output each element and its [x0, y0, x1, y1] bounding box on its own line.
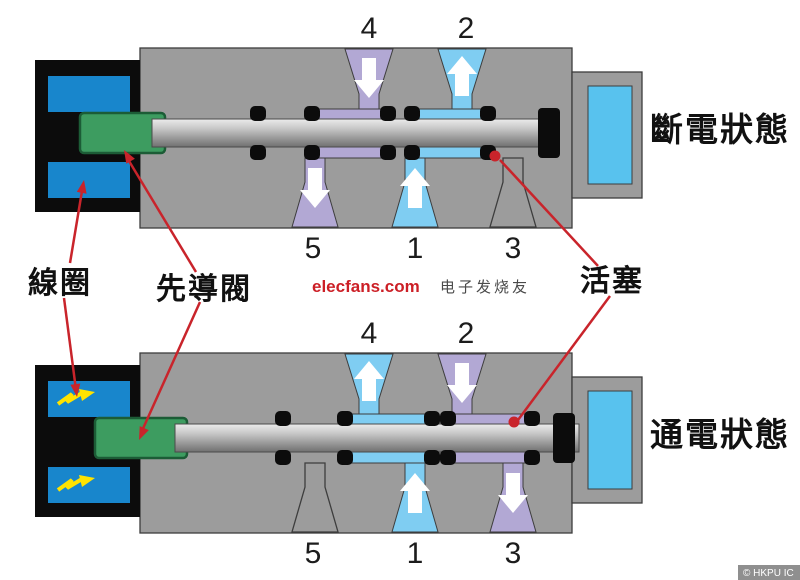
piston-marker-dot-bottom	[508, 416, 520, 428]
seal	[304, 145, 320, 160]
credit-text: © HKPU IC	[743, 568, 794, 579]
coil-lower-energized	[48, 467, 130, 503]
port-3-channel-blocked	[489, 157, 537, 228]
port-label-4: 4	[361, 12, 378, 45]
piston-callout-line-bottom	[516, 295, 612, 421]
spool-end-seal	[553, 413, 575, 463]
coil-callout-arrowhead-top	[76, 180, 87, 194]
seal	[524, 411, 540, 426]
spool-seals	[275, 411, 540, 465]
valve-deenergized: 4 2 5 1 3 斷電狀態	[35, 12, 790, 265]
coil-label: 線圈	[28, 266, 92, 300]
coil-callout-arrowhead-bottom	[70, 383, 81, 397]
seal	[480, 106, 496, 121]
seal	[440, 450, 456, 465]
valve-energized: 4 2 5 1 3 通電狀態	[35, 317, 790, 570]
pilot-valve-label: 先導閥	[156, 273, 252, 306]
energized-current-arrows	[56, 389, 95, 492]
seal	[250, 145, 266, 160]
port-label-1: 1	[407, 232, 424, 265]
port-label-5: 5	[305, 537, 322, 570]
credit-background	[738, 565, 800, 580]
spool-seals	[250, 106, 496, 160]
lightning-arrowhead-icon	[79, 475, 95, 487]
flow-arrow-port5-down	[300, 168, 330, 208]
seal	[304, 106, 320, 121]
seal	[250, 106, 266, 121]
pilot-valve-plunger-extended	[93, 416, 189, 460]
coil-upper-energized	[48, 381, 130, 417]
seal	[424, 450, 440, 465]
port-label-2: 2	[458, 317, 475, 350]
spool-end-seal	[538, 108, 560, 158]
flow-arrow-port2-up	[447, 56, 477, 96]
flow-arrow-port3-down	[498, 473, 528, 513]
coil-upper	[48, 76, 130, 112]
spool-rod	[151, 118, 557, 148]
lightning-icon	[56, 477, 84, 492]
watermark: elecfans.com 电子发烧友	[312, 277, 530, 296]
pilot-callout-line-top	[127, 160, 198, 273]
port-label-5: 5	[305, 232, 322, 265]
pilot-callout-arrowhead-top	[124, 150, 135, 164]
seal	[337, 450, 353, 465]
piston-marker-dot-top	[489, 150, 501, 162]
watermark-tagline: 电子发烧友	[440, 279, 530, 296]
watermark-brand: elecfans.com	[312, 277, 420, 296]
piston-label: 活塞	[580, 264, 644, 298]
flow-arrow-port4-up	[354, 361, 384, 401]
annotations: 線圈 先導閥 活塞	[28, 150, 644, 440]
coil-lower	[48, 162, 130, 198]
seal	[524, 450, 540, 465]
piston-callout-line-top	[499, 159, 599, 267]
seal	[440, 411, 456, 426]
seal	[337, 411, 353, 426]
port-label-1: 1	[407, 537, 424, 570]
seal	[275, 411, 291, 426]
corner-credit: © HKPU IC	[738, 565, 800, 580]
port-5-channel-blocked	[291, 462, 339, 533]
pilot-callout-arrowhead-bottom	[139, 426, 149, 440]
seal	[275, 450, 291, 465]
lightning-arrowhead-icon	[79, 389, 95, 401]
flow-arrow-port1-up	[400, 473, 430, 513]
port-label-3: 3	[505, 537, 522, 570]
lightning-icon	[56, 391, 84, 406]
coil-callout-line-bottom	[62, 297, 77, 387]
flow-arrow-port2-down	[447, 363, 477, 403]
seal	[380, 145, 396, 160]
end-cap-window	[587, 390, 633, 490]
seal	[424, 411, 440, 426]
state-label-deenergized: 斷電狀態	[650, 111, 790, 148]
state-label-energized: 通電狀態	[650, 416, 790, 453]
seal	[380, 106, 396, 121]
spool-rod-shifted	[174, 423, 580, 453]
seal	[404, 106, 420, 121]
port-label-4: 4	[361, 317, 378, 350]
flow-arrow-port1-up	[400, 168, 430, 208]
port-label-3: 3	[505, 232, 522, 265]
flow-arrow-port4-down	[354, 58, 384, 98]
pilot-callout-line-bottom	[139, 301, 202, 434]
seal	[404, 145, 420, 160]
port-label-2: 2	[458, 12, 475, 45]
end-cap-window	[587, 85, 633, 185]
coil-callout-line-top	[68, 190, 84, 264]
